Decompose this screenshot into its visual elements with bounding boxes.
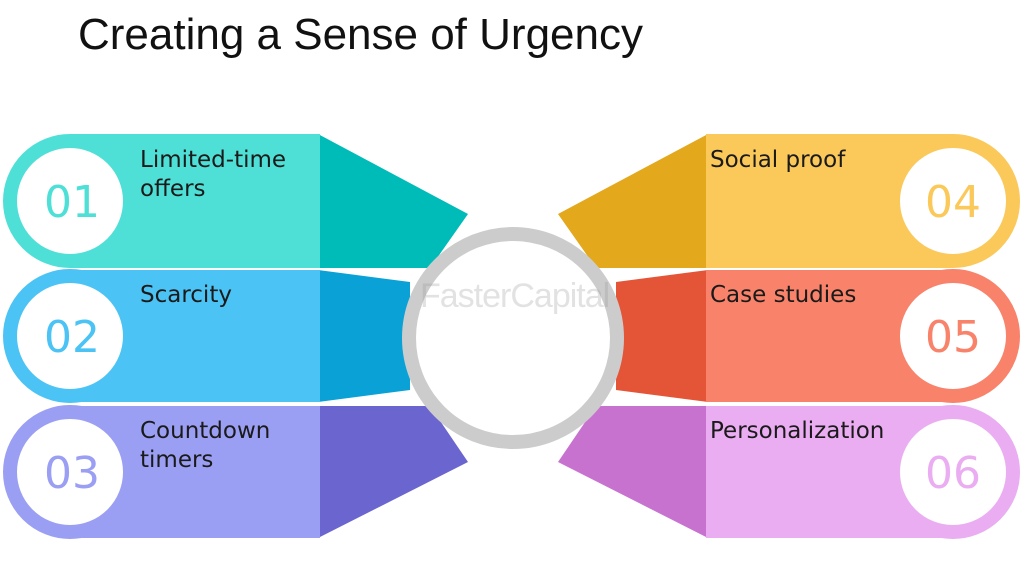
wedge-06 [558,406,708,538]
right-wedges [558,134,708,538]
label-06: Personalization [710,418,885,444]
page-title: Creating a Sense of Urgency [78,10,643,59]
badge-01 [3,134,137,268]
wedge-03 [318,406,468,538]
label-03: Countdown timers [140,418,271,473]
badge-06 [886,405,1020,539]
wedge-01 [318,134,468,268]
label-04: Social proof [710,147,846,173]
watermark-text: FasterCapital [420,277,610,315]
wedge-02 [318,270,410,402]
badge-05 [886,269,1020,403]
label-05: Case studies [710,282,857,308]
label-01: Limited-time offers [140,147,287,202]
center-circle [402,227,624,449]
center-ring [402,227,624,449]
badge-number-02: 02 [44,312,100,363]
badge-04 [886,134,1020,268]
badge-number-03: 03 [44,448,100,499]
label-02: Scarcity [140,282,232,308]
badge-number-01: 01 [44,177,100,228]
wedge-04 [558,134,708,268]
badge-02 [3,269,137,403]
wedge-05 [616,270,708,402]
left-wedges [318,134,468,538]
badge-number-06: 06 [925,448,981,499]
badge-03 [3,405,137,539]
badge-number-05: 05 [925,312,981,363]
badge-number-04: 04 [925,177,981,228]
number-badges: 01 02 03 04 05 06 [3,134,1020,539]
